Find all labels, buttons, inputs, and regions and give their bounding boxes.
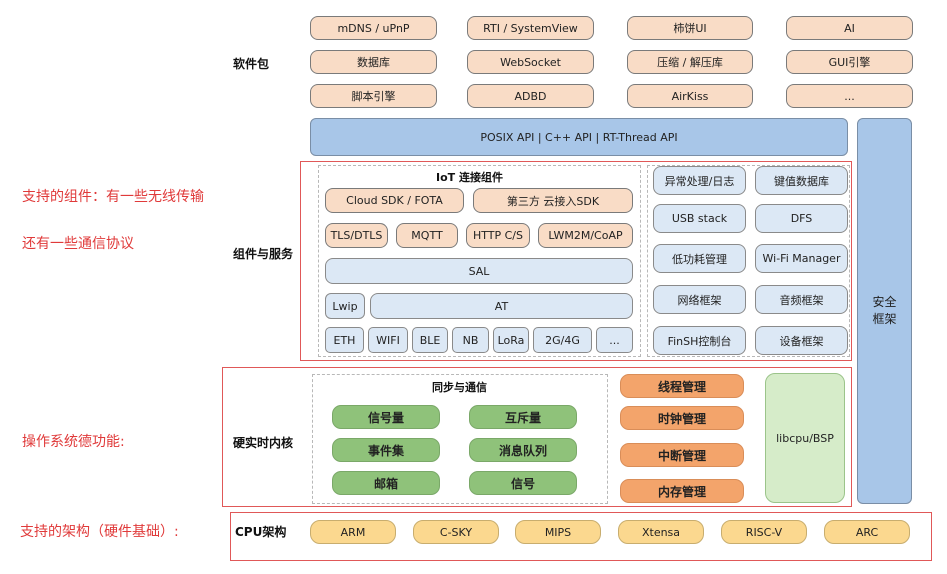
cpu-highlight-frame (230, 512, 932, 561)
sync-mutex: 互斥量 (469, 405, 577, 429)
link-nb: NB (452, 327, 489, 353)
svc-dfs: DFS (755, 204, 848, 233)
iot-tls-dtls: TLS/DTLS (325, 223, 388, 248)
components-highlight-frame (300, 161, 852, 361)
sync-message-queue: 消息队列 (469, 438, 577, 462)
mgmt-memory: 内存管理 (620, 479, 744, 503)
sync-event-set: 事件集 (332, 438, 440, 462)
security-framework: 安全 框架 (857, 118, 912, 504)
services-group-frame (647, 165, 850, 357)
note-kernel-functions: 操作系统德功能: (22, 434, 125, 450)
cpu-csky: C-SKY (413, 520, 499, 544)
link-wifi: WIFI (368, 327, 408, 353)
svc-audio-framework: 音频框架 (755, 285, 848, 314)
iot-mqtt: MQTT (396, 223, 458, 248)
iot-at: AT (370, 293, 633, 319)
svc-network-framework: 网络框架 (653, 285, 746, 314)
svc-wifi-manager: Wi-Fi Manager (755, 244, 848, 273)
iot-title: IoT 连接组件 (436, 171, 503, 184)
pkg-websocket: WebSocket (467, 50, 594, 74)
pkg-gui-engine: GUI引擎 (786, 50, 913, 74)
security-label-2: 框架 (872, 312, 897, 326)
sync-group-frame (312, 374, 608, 504)
svc-low-power: 低功耗管理 (653, 244, 746, 273)
pkg-rti-systemview: RTI / SystemView (467, 16, 594, 40)
svc-device-framework: 设备框架 (755, 326, 848, 355)
svc-finsh-console: FinSH控制台 (653, 326, 746, 355)
cpu-mips: MIPS (515, 520, 601, 544)
note-architectures: 支持的架构（硬件基础）: (20, 524, 179, 540)
link-more: ... (596, 327, 633, 353)
pkg-more: ... (786, 84, 913, 108)
iot-group-frame (318, 165, 641, 357)
pkg-mdns-upnp: mDNS / uPnP (310, 16, 437, 40)
libcpu-bsp: libcpu/BSP (765, 373, 845, 503)
pkg-ai: AI (786, 16, 913, 40)
sync-signal: 信号 (469, 471, 577, 495)
link-eth: ETH (325, 327, 364, 353)
sync-title: 同步与通信 (432, 381, 487, 394)
cpu-arm: ARM (310, 520, 396, 544)
pkg-compression: 压缩 / 解压库 (627, 50, 753, 74)
pkg-adbd: ADBD (467, 84, 594, 108)
cpu-riscv: RISC-V (721, 520, 807, 544)
iot-cloud-sdk: Cloud SDK / FOTA (325, 188, 464, 213)
pkg-database: 数据库 (310, 50, 437, 74)
security-label-1: 安全 (872, 295, 897, 309)
svc-exception-log: 异常处理/日志 (653, 166, 746, 195)
pkg-script-engine: 脚本引擎 (310, 84, 437, 108)
cpu-arc: ARC (824, 520, 910, 544)
iot-lwip: Lwip (325, 293, 365, 319)
pkg-airkiss: AirKiss (627, 84, 753, 108)
mgmt-thread: 线程管理 (620, 374, 744, 398)
note-components-wireless: 支持的组件：有一些无线传输 (22, 189, 204, 205)
label-components-services: 组件与服务 (233, 247, 294, 261)
pkg-persimmon-ui: 柿饼UI (627, 16, 753, 40)
iot-lwm2m-coap: LWM2M/CoAP (538, 223, 633, 248)
sync-semaphore: 信号量 (332, 405, 440, 429)
svc-kv-database: 键值数据库 (755, 166, 848, 195)
cpu-xtensa: Xtensa (618, 520, 704, 544)
sync-mailbox: 邮箱 (332, 471, 440, 495)
iot-http: HTTP C/S (466, 223, 530, 248)
mgmt-clock: 时钟管理 (620, 406, 744, 430)
note-components-protocols: 还有一些通信协议 (22, 236, 134, 252)
label-cpu-architecture: CPU架构 (235, 525, 287, 539)
kernel-highlight-frame (222, 367, 852, 507)
label-software-packages: 软件包 (233, 57, 270, 71)
link-lora: LoRa (493, 327, 529, 353)
link-ble: BLE (412, 327, 448, 353)
svc-usb-stack: USB stack (653, 204, 746, 233)
link-2g-4g: 2G/4G (533, 327, 592, 353)
label-realtime-kernel: 硬实时内核 (233, 436, 294, 450)
iot-thirdparty-sdk: 第三方 云接入SDK (473, 188, 633, 213)
mgmt-interrupt: 中断管理 (620, 443, 744, 467)
posix-api-bar: POSIX API | C++ API | RT-Thread API (310, 118, 848, 156)
iot-sal: SAL (325, 258, 633, 284)
